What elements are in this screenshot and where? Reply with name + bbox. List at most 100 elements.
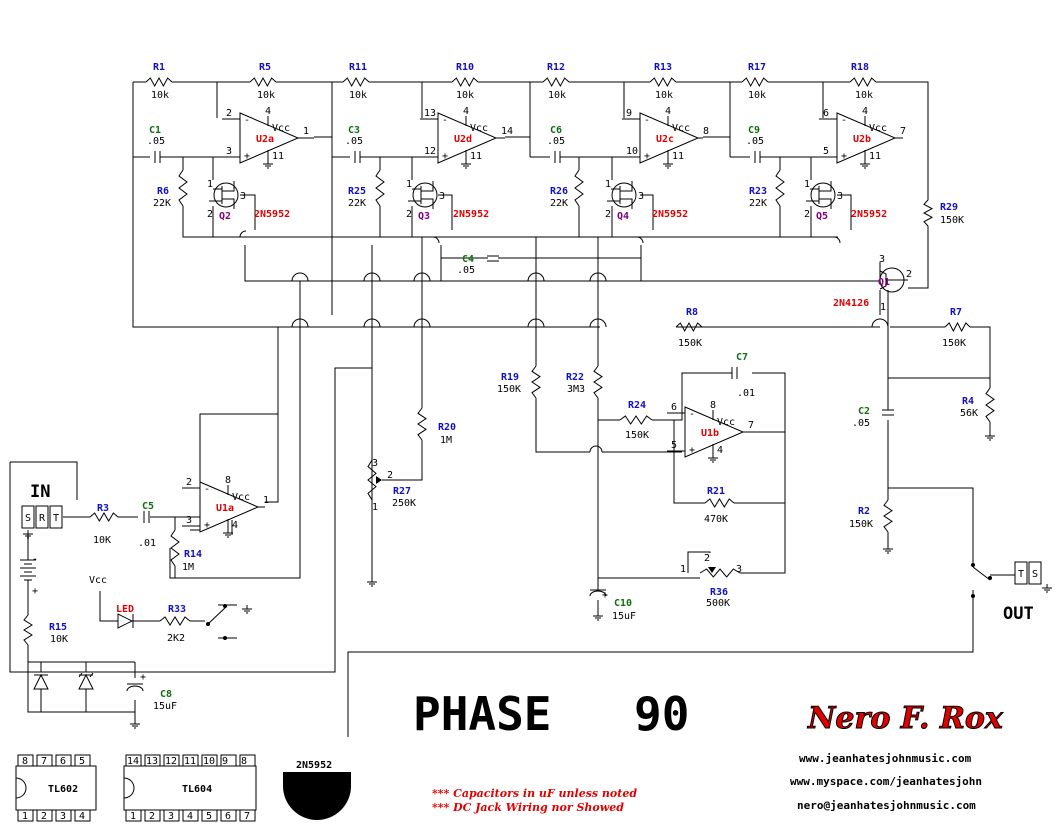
pin-number: 9 <box>626 108 632 119</box>
ref-c6: C6 <box>550 125 562 136</box>
pin-number: 1 <box>406 179 412 190</box>
r27-wiper <box>376 476 382 484</box>
resistor-r33 <box>159 616 191 626</box>
resistor-r36 <box>699 568 741 578</box>
value-r27: 250K <box>392 498 416 509</box>
ref-c1: C1 <box>149 125 161 136</box>
ref-c10: C10 <box>614 598 632 609</box>
resistor-r15 <box>23 614 33 646</box>
crossover-hops <box>239 230 889 453</box>
ref-r7: R7 <box>950 307 962 318</box>
jack-pin: S <box>1032 569 1038 580</box>
jfet-q4 <box>611 182 637 208</box>
opamp-u2c <box>639 112 700 164</box>
resistor-r25 <box>375 169 385 207</box>
led-switch <box>207 605 228 625</box>
value-c1: .05 <box>147 136 165 147</box>
opamp-vcc: Vcc <box>717 417 735 428</box>
pin-number: 2 <box>906 269 912 280</box>
ref-r26: R26 <box>550 186 568 197</box>
resistor-r3 <box>89 512 119 522</box>
value-r3: 10K <box>93 535 111 546</box>
pin-number: 4 <box>265 106 271 117</box>
opamp-u2d <box>437 112 498 164</box>
ref-r29: R29 <box>940 202 958 213</box>
value-r36: 500K <box>706 598 730 609</box>
jfet-leads-q2 <box>209 181 235 209</box>
pin-number: 11 <box>672 151 684 162</box>
ic-pin-number: 8 <box>241 756 247 767</box>
ref-r25: R25 <box>348 186 366 197</box>
ic-pin-number: 14 <box>127 756 139 767</box>
link-myspace[interactable]: www.myspace.com/jeanhatesjohn <box>790 775 982 788</box>
q1-part: 2N4126 <box>833 298 869 309</box>
resistor-r6 <box>178 169 188 207</box>
opamp-leads-u2b <box>819 116 903 160</box>
resistor-r17 <box>741 76 769 88</box>
ref-r21: R21 <box>707 486 725 497</box>
q1-ref: Q1 <box>878 277 890 288</box>
vcc-supply-label: Vcc <box>89 575 107 586</box>
jfet-ref-q2: Q2 <box>219 211 231 222</box>
opamp-vcc: Vcc <box>272 123 290 134</box>
value-r25: 22K <box>348 198 366 209</box>
opamp-minus: - <box>244 115 250 126</box>
pin-number: 11 <box>869 151 881 162</box>
jack-in-r <box>35 505 49 529</box>
value-r14: 1M <box>182 562 194 573</box>
r36-wiper <box>708 567 716 573</box>
link-website[interactable]: www.jeanhatesjohnmusic.com <box>799 752 972 765</box>
pin-number: 11 <box>272 151 284 162</box>
ref-r33: R33 <box>168 604 186 615</box>
opamp-vcc: Vcc <box>232 492 250 503</box>
diode-d1 <box>33 673 49 712</box>
ref-r1: R1 <box>153 62 165 73</box>
ground-symbol <box>130 720 140 729</box>
capacitor-c5 <box>143 511 150 523</box>
link-email[interactable]: nero@jeanhatesjohnmusic.com <box>797 799 976 812</box>
ref-c2: C2 <box>858 406 870 417</box>
title-number: 90 <box>634 687 689 741</box>
tl604-label: TL604 <box>182 784 212 795</box>
battery-minus: - <box>32 554 38 565</box>
ref-r20: R20 <box>438 422 456 433</box>
opamp-plus: + <box>841 151 847 162</box>
opamp-u2a <box>239 112 300 164</box>
opamp-ref-u1b: U1b <box>701 428 719 439</box>
opamp-plus: + <box>244 151 250 162</box>
value-r12: 10k <box>548 90 566 101</box>
pin-number: 10 <box>626 146 638 157</box>
pin-number: 2 <box>406 209 412 220</box>
jack-pin: S <box>25 513 31 524</box>
tl604-package: TL604 <box>123 765 257 811</box>
opamp-vcc: Vcc <box>470 123 488 134</box>
ref-r10: R10 <box>456 62 474 73</box>
ic-pin-number: 5 <box>206 811 212 822</box>
c8-plus: + <box>140 672 146 683</box>
capacitor-c3 <box>354 151 361 163</box>
value-c7: .01 <box>737 388 755 399</box>
pin-number: 1 <box>605 179 611 190</box>
ref-r22: R22 <box>566 372 584 383</box>
tl602-label: TL602 <box>48 784 78 795</box>
pin-number: 2 <box>207 209 213 220</box>
capacitor-c10 <box>589 589 607 597</box>
jfet-leads-q5 <box>806 181 832 209</box>
resistor-r23 <box>775 169 785 207</box>
pin-number: 6 <box>823 108 829 119</box>
led-diode <box>117 613 134 629</box>
jfet-q5 <box>810 182 836 208</box>
opamp-leads-u2c <box>622 116 703 160</box>
resistor-r10 <box>451 76 479 88</box>
jfet-ref-q4: Q4 <box>617 211 629 222</box>
opamp-u2b <box>836 112 897 164</box>
ref-r17: R17 <box>748 62 766 73</box>
value-c2: .05 <box>852 418 870 429</box>
opamp-u1b <box>684 406 745 458</box>
ref-r15: R15 <box>49 622 67 633</box>
capacitor-c7 <box>731 367 738 379</box>
opamp-vcc: Vcc <box>869 123 887 134</box>
pin-number: 7 <box>748 420 754 431</box>
ground-symbol <box>223 529 233 538</box>
value-r1: 10k <box>151 90 169 101</box>
